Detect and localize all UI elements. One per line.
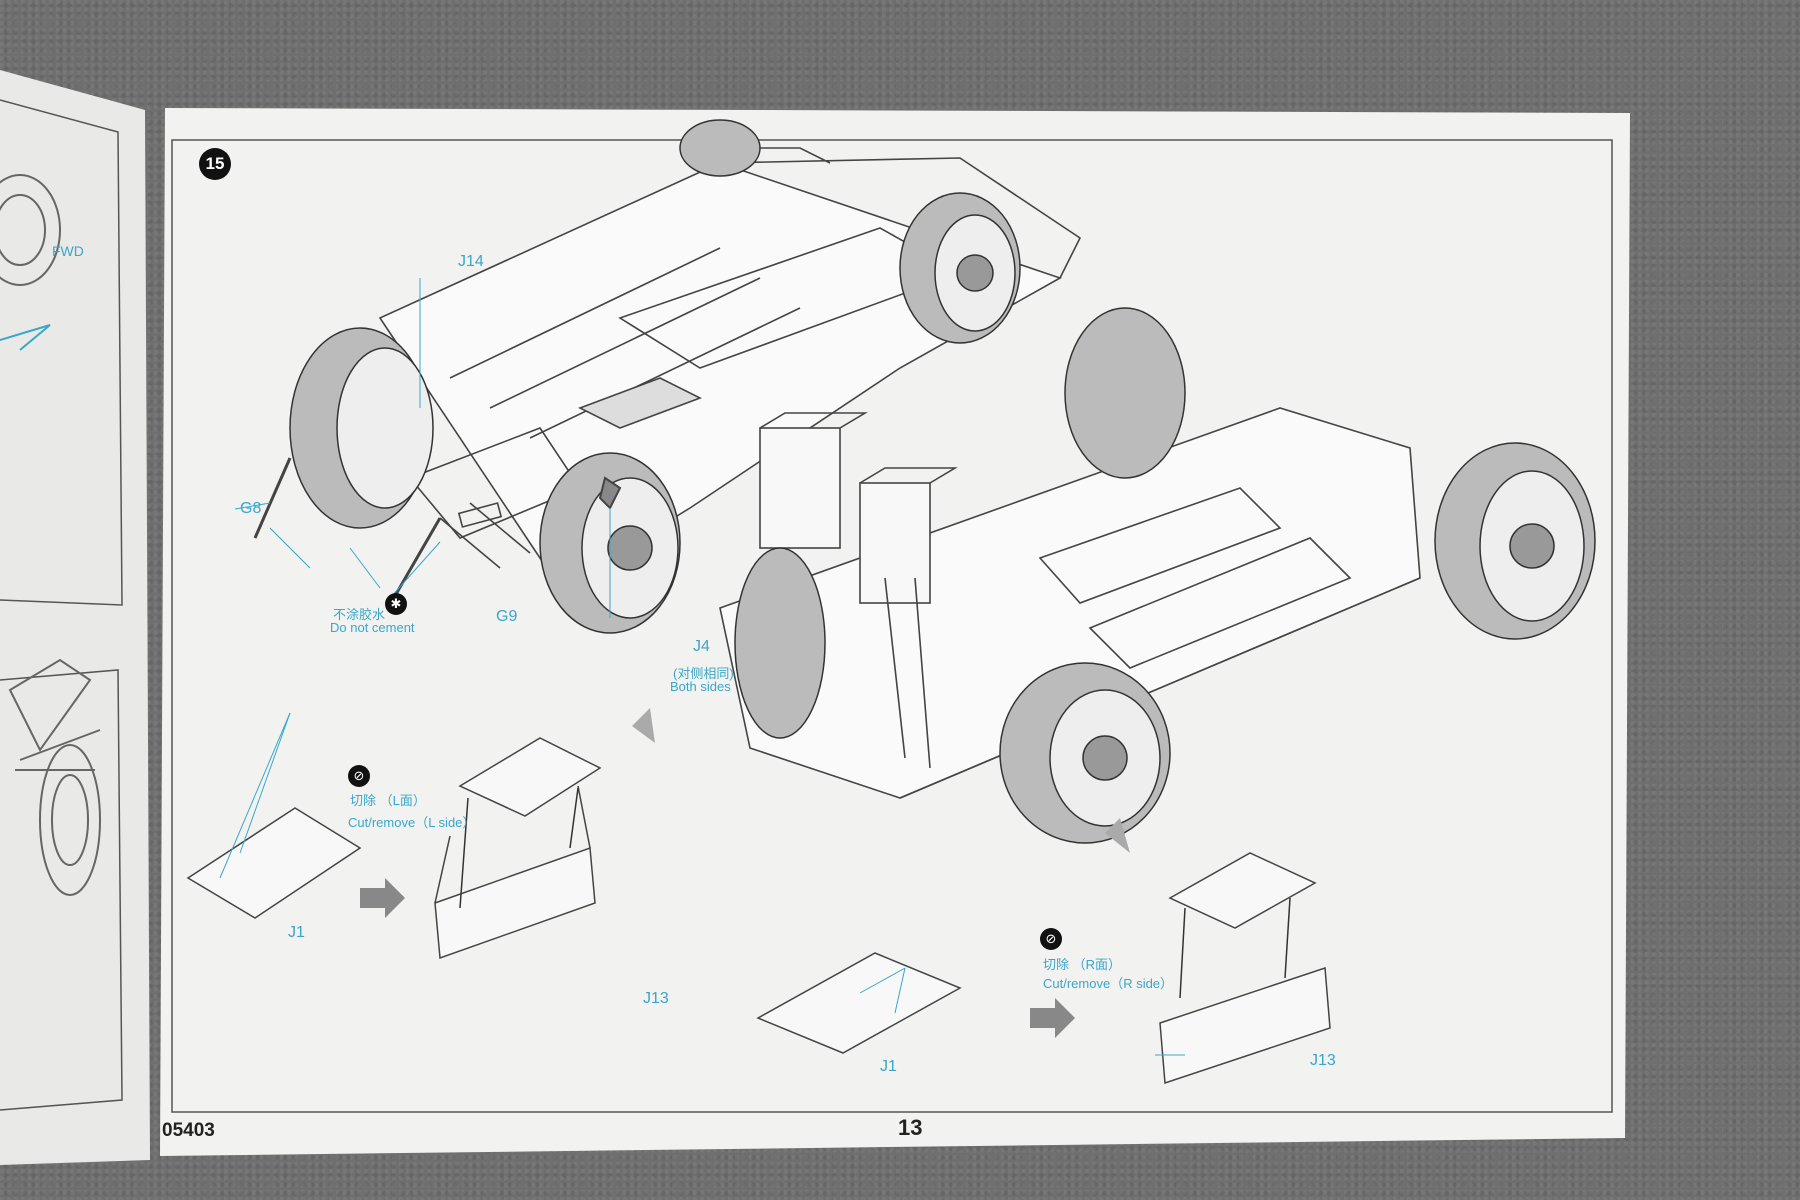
j1-plate-left: [186, 807, 362, 919]
both-sides-note-cn: (对侧相同): [673, 666, 734, 681]
cut-icon-right: ⊘: [1040, 928, 1062, 950]
arrow-up-center-icon: [632, 708, 655, 743]
part-label-j4: J4: [693, 638, 710, 655]
upper-rear-left-wheel: [289, 327, 434, 529]
lower-rear-left-wheel: [734, 547, 826, 739]
j13-box-left: [434, 737, 602, 960]
page-frame: [171, 139, 1613, 1113]
cut-icon-left: ⊘: [348, 765, 370, 787]
left-page: [0, 70, 150, 1165]
part-label-g8: G8: [240, 500, 262, 517]
part-label-j1-left: J1: [288, 924, 305, 941]
page-number: 13: [898, 1115, 923, 1140]
no-cement-note-en: Do not cement: [330, 620, 415, 635]
step-number-badge: 15: [199, 148, 231, 180]
cut-left-note-cn: 切除 （L面）: [350, 793, 426, 808]
product-code: 05403: [162, 1120, 215, 1141]
part-label-j13-left: J13: [643, 990, 669, 1007]
arrow-right-right-icon: [1030, 998, 1075, 1038]
cut-left-note-en: Cut/remove（L side）: [348, 815, 476, 830]
upper-front-left-wheel: [679, 119, 761, 177]
j1-plate-right: [756, 952, 962, 1054]
part-label-j1-right: J1: [880, 1058, 897, 1075]
fwd-arrow-icon: [0, 324, 51, 351]
g8-suspension-rod: [253, 457, 292, 539]
lower-front-left-wheel: [1064, 307, 1186, 479]
arrow-left-right-icon: [1105, 818, 1130, 853]
no-cement-icon: ✱: [385, 593, 407, 615]
instruction-page: [160, 108, 1630, 1156]
both-sides-note-en: Both sides: [670, 679, 731, 694]
lower-front-right-wheel: [1434, 442, 1596, 640]
fwd-label: FWD: [52, 243, 84, 259]
upper-front-right-wheel: [899, 192, 1021, 344]
lower-chassis-illustration: [719, 407, 1421, 799]
part-label-j13-right: J13: [1310, 1052, 1336, 1069]
j13-box-right: [1159, 852, 1331, 1085]
cut-right-note-en: Cut/remove（R side）: [1043, 976, 1174, 991]
no-cement-note-cn: 不涂胶水: [333, 607, 386, 622]
cut-right-note-cn: 切除 （R面）: [1043, 957, 1122, 972]
part-label-j14: J14: [458, 253, 484, 270]
arrow-right-left-icon: [360, 878, 405, 918]
left-page-wheel-illustration: [0, 174, 101, 896]
lower-rear-right-wheel: [999, 662, 1171, 844]
part-label-g9: G9: [496, 608, 518, 625]
